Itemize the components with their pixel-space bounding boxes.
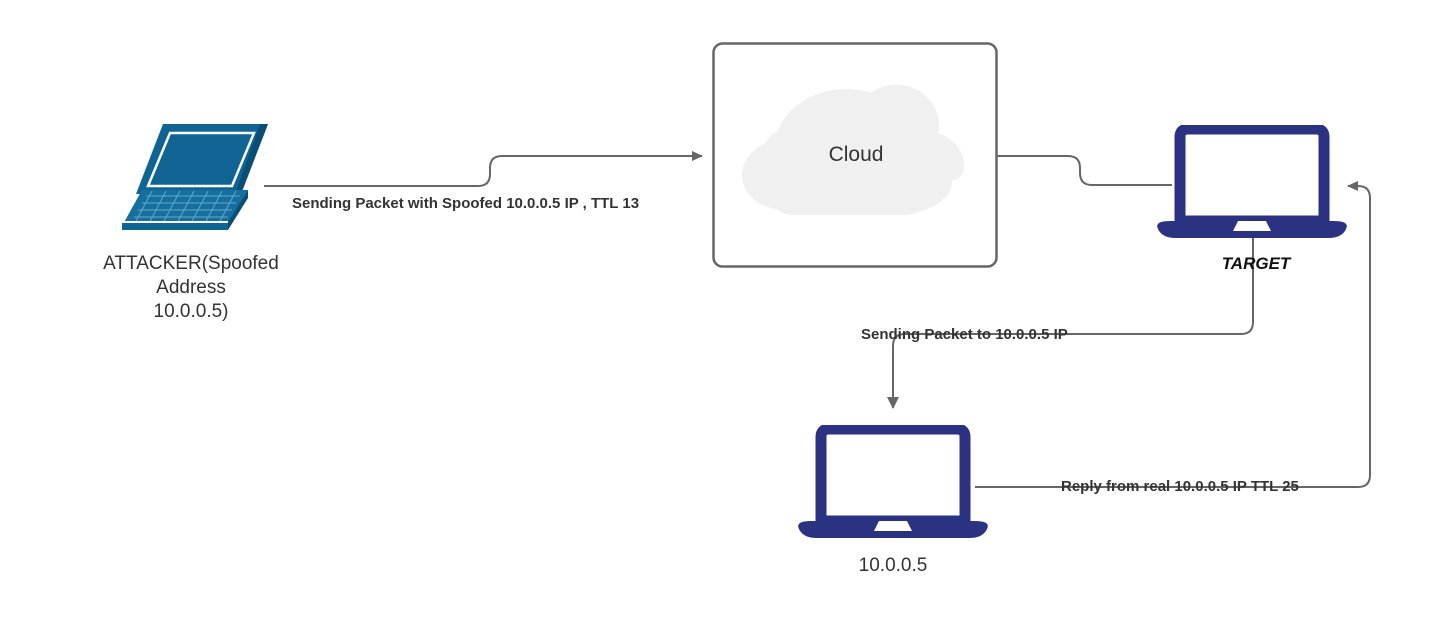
victim-label: 10.0.0.5 xyxy=(858,555,928,576)
laptop-icon xyxy=(798,423,988,538)
node-attacker[interactable] xyxy=(108,122,268,232)
edge-label-attacker-to-cloud: Sending Packet with Spoofed 10.0.0.5 IP … xyxy=(292,195,640,212)
laptop-icon xyxy=(1157,123,1347,238)
wire-attacker-to-cloud xyxy=(264,151,703,187)
edge-label-target-to-victim: Sending Packet to 10.0.0.5 IP xyxy=(861,326,1068,343)
node-target[interactable] xyxy=(1152,123,1352,245)
cloud-icon xyxy=(742,84,965,215)
wire-victim-to-target xyxy=(975,181,1371,488)
node-cloud[interactable] xyxy=(712,42,998,268)
target-label: TARGET xyxy=(1221,254,1291,273)
laptop-isometric-icon xyxy=(122,124,268,230)
node-victim[interactable] xyxy=(793,423,993,545)
wire-target-to-victim xyxy=(887,238,1254,409)
attacker-label: ATTACKER(Spoofed Address 10.0.0.5) xyxy=(103,253,279,322)
cloud-box xyxy=(712,42,998,268)
cloud-label: Cloud xyxy=(828,143,884,166)
edge-label-victim-to-target: Reply from real 10.0.0.5 IP TTL 25 xyxy=(1061,478,1299,495)
wire-cloud-to-target xyxy=(996,155,1172,186)
